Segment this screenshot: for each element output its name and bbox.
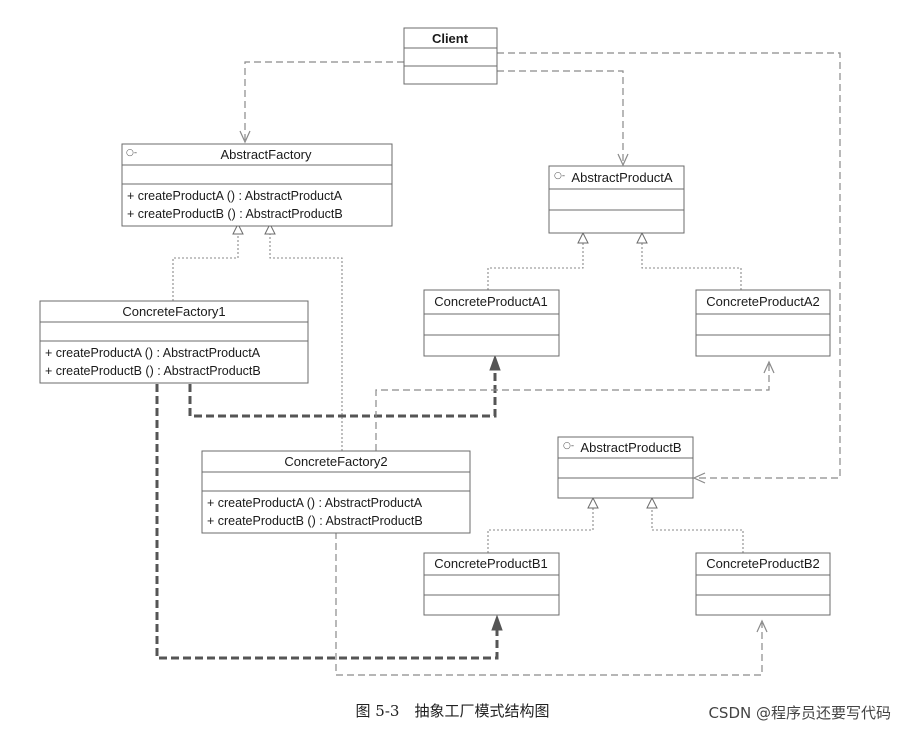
interface-marker-icon: ○- — [554, 171, 565, 181]
dep-cf1-cpa1 — [188, 368, 497, 418]
triangle-cpb1-abstractproductb — [587, 496, 599, 509]
dep-cf2-cpa2 — [375, 364, 770, 451]
triangle-cpb2-abstractproductb — [646, 496, 658, 509]
class-abstract-product-a: ○- AbstractProductA — [548, 165, 685, 234]
arrowhead-cf1-cpa1 — [489, 354, 501, 371]
operation-create-product-b: + createProductB () : AbstractProductB — [127, 207, 343, 221]
class-name-concrete-product-b1: ConcreteProductB1 — [434, 556, 547, 571]
triangle-cpa2-abstractproducta — [636, 231, 648, 244]
interface-marker-icon: ○- — [563, 441, 574, 451]
class-name-concrete-product-a1: ConcreteProductA1 — [434, 294, 547, 309]
class-name-concrete-product-a2: ConcreteProductA2 — [706, 294, 819, 309]
class-name-abstract-product-b: AbstractProductB — [580, 440, 681, 455]
real-cf1-abstractfactory — [172, 234, 239, 301]
dep-client-abstractfactory — [244, 61, 404, 140]
class-concrete-product-b1: ConcreteProductB1 — [423, 552, 560, 616]
operation-create-product-a: + createProductA () : AbstractProductA — [127, 189, 343, 203]
class-client: Client — [403, 27, 498, 85]
arrowhead-cf2-cpb2 — [756, 619, 768, 633]
class-name-concrete-factory2: ConcreteFactory2 — [284, 454, 387, 469]
class-concrete-factory1: ConcreteFactory1 + createProductA () : A… — [39, 300, 309, 384]
real-cf2-abstractfactory — [269, 234, 343, 451]
class-name-concrete-factory1: ConcreteFactory1 — [122, 304, 225, 319]
class-name-client: Client — [432, 31, 469, 46]
figure-caption: 图 5-3 抽象工厂模式结构图 — [355, 702, 550, 720]
dep-client-abstractproducta — [497, 70, 624, 163]
class-name-abstract-factory: AbstractFactory — [220, 147, 312, 162]
class-abstract-factory: ○- AbstractFactory + createProductA () :… — [121, 143, 393, 227]
arrowhead-cf1-cpb1 — [491, 614, 503, 631]
triangle-cf2-abstractfactory — [264, 222, 276, 235]
dep-client-abstractproductb — [497, 52, 841, 479]
class-concrete-product-a2: ConcreteProductA2 — [695, 289, 831, 357]
operation-create-product-b: + createProductB () : AbstractProductB — [45, 364, 261, 378]
real-cpb1-abstractproductb — [487, 508, 594, 553]
class-abstract-product-b: ○- AbstractProductB — [557, 436, 694, 499]
class-name-abstract-product-a: AbstractProductA — [571, 170, 672, 185]
real-cpb2-abstractproductb — [651, 508, 744, 553]
class-name-concrete-product-b2: ConcreteProductB2 — [706, 556, 819, 571]
arrowhead-client-abstractfactory — [239, 130, 251, 144]
interface-marker-icon: ○- — [126, 148, 137, 158]
triangle-cf1-abstractfactory — [232, 222, 244, 235]
triangle-cpa1-abstractproducta — [577, 231, 589, 244]
arrowhead-client-abstractproducta — [617, 153, 629, 167]
dep-cf2-cpb2 — [335, 532, 763, 676]
dep-cf1-cpb1 — [155, 384, 499, 660]
watermark: CSDN @程序员还要写代码 — [708, 704, 891, 722]
class-concrete-product-b2: ConcreteProductB2 — [695, 552, 831, 616]
operation-create-product-a: + createProductA () : AbstractProductA — [207, 496, 423, 510]
operation-create-product-a: + createProductA () : AbstractProductA — [45, 346, 261, 360]
operation-create-product-b: + createProductB () : AbstractProductB — [207, 514, 423, 528]
class-concrete-factory2: ConcreteFactory2 + createProductA () : A… — [201, 450, 471, 534]
arrowhead-client-abstractproductb — [692, 472, 706, 484]
class-concrete-product-a1: ConcreteProductA1 — [423, 289, 560, 357]
real-cpa2-abstractproducta — [641, 243, 742, 290]
real-cpa1-abstractproducta — [487, 243, 584, 290]
arrowhead-cf2-cpa2 — [763, 360, 775, 374]
